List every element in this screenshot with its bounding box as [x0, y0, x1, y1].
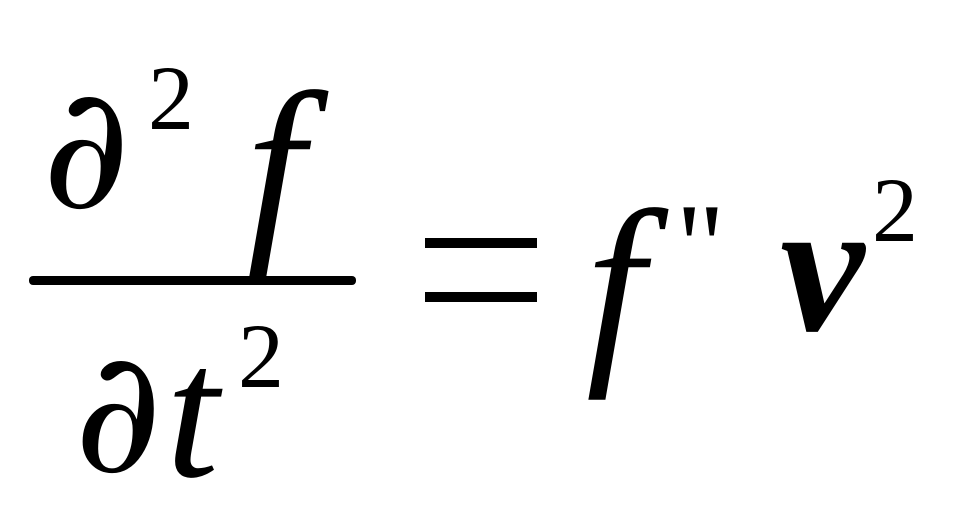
equals-sign-bottom-bar — [425, 292, 537, 302]
denominator-exponent: 2 — [238, 305, 284, 407]
rhs-function-f: f — [586, 169, 645, 401]
numerator-partial-symbol: ∂ — [42, 50, 130, 248]
numerator-exponent: 2 — [148, 47, 194, 149]
denominator-variable-t: t — [166, 308, 219, 518]
rhs-variable-v: v — [780, 162, 865, 372]
equals-sign-top-bar — [425, 238, 537, 248]
rhs-exponent: 2 — [872, 159, 918, 261]
fraction-bar — [29, 276, 356, 285]
rhs-double-prime: " — [676, 179, 725, 312]
numerator-variable-f: f — [246, 51, 305, 283]
denominator-partial-symbol: ∂ — [74, 314, 162, 512]
